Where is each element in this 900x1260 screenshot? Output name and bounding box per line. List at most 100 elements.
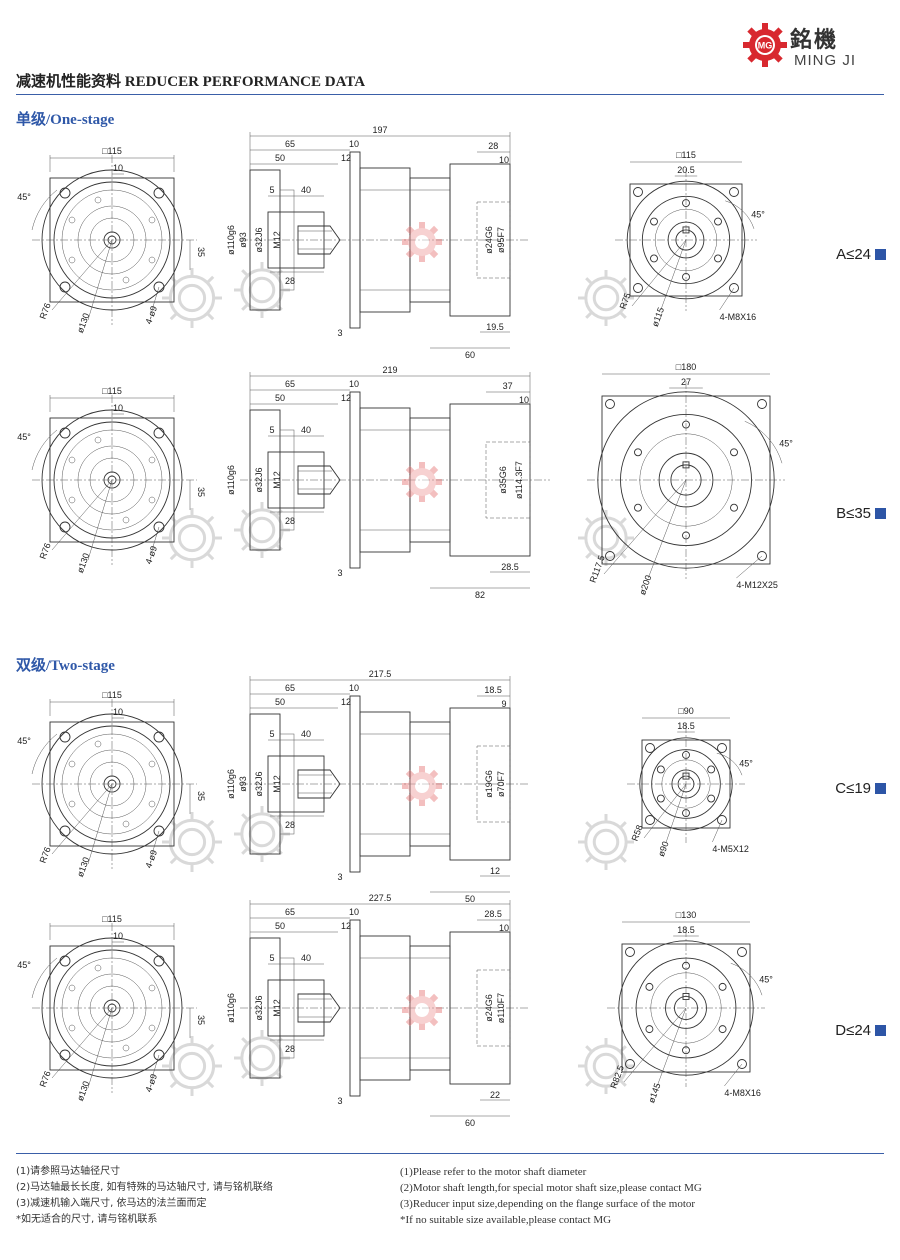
- leader-pcd: [656, 1007, 687, 1087]
- dim-radius-label: R76: [38, 1070, 53, 1089]
- watermark-gear-tooth: [619, 551, 627, 559]
- mounting-hole: [645, 743, 655, 753]
- watermark-gear-tooth: [241, 269, 249, 277]
- dim-square-label: □90: [678, 706, 693, 716]
- dim-square-label: □115: [676, 150, 696, 160]
- dim-o4-label: 82: [475, 590, 485, 600]
- center-gear-tooth: [428, 465, 439, 476]
- dim-d2-label: 10: [349, 139, 359, 149]
- header-divider: [16, 94, 884, 95]
- watermark-gear-tooth: [619, 821, 627, 829]
- dim-arc-angle: [725, 200, 755, 229]
- mounting-hole: [633, 283, 643, 293]
- dim-square-label: □115: [102, 146, 122, 156]
- dim-thread-label: M12: [272, 471, 282, 489]
- watermark-gear-tooth: [585, 1079, 593, 1087]
- watermark-gear-hub: [248, 1044, 276, 1072]
- dim-holes-label: 4-M12X25: [736, 580, 778, 590]
- set-hole: [122, 1044, 130, 1052]
- dim-odia2-label: ø114.3F7: [514, 461, 524, 499]
- section-one-stage: 单级/One-stage: [16, 112, 115, 128]
- watermark-gear-ring: [168, 274, 216, 322]
- gear-logo-icon: MG: [743, 23, 787, 67]
- mounting-hole: [729, 283, 739, 293]
- dim-key-label: 27: [681, 377, 691, 387]
- output-bore: [476, 745, 511, 823]
- dim-angle-label: 45°: [759, 974, 773, 984]
- set-hole: [68, 800, 76, 808]
- dim-holes-label: 4-M8X16: [724, 1088, 761, 1098]
- output-tapped-hole: [634, 448, 642, 457]
- dim-dia2-label: ø93: [238, 232, 248, 248]
- leader-radius: [623, 1007, 687, 1083]
- center-gear-hole: [415, 779, 429, 793]
- dim-d8-label: 3: [337, 872, 342, 882]
- spec-marker: [875, 249, 886, 260]
- dim-holes-label: 4-ø9: [143, 545, 159, 566]
- spec-label-b: B≤35: [836, 505, 886, 522]
- mounting-hole: [605, 399, 615, 409]
- leader-pcd: [87, 783, 113, 865]
- dim-d7-label: 28: [285, 820, 295, 830]
- output-bore: [476, 201, 511, 279]
- brand-name-cn: 銘機: [790, 28, 839, 53]
- note-cn-4: *如无适合的尺寸, 请与铭机联系: [16, 1214, 158, 1225]
- watermark-gear-tooth: [275, 269, 283, 277]
- dim-odia1-label: ø24G6: [484, 994, 494, 1022]
- watermark-gear-tooth: [206, 1043, 215, 1052]
- leader-radius: [51, 783, 113, 855]
- note-cn-1: (1)请参照马达轴径尺寸: [16, 1166, 121, 1177]
- watermark-gear-tooth: [169, 1080, 178, 1089]
- dim-o2-label: 10: [519, 395, 529, 405]
- set-hole: [68, 456, 76, 464]
- set-hole: [148, 760, 156, 768]
- dim-o2-label: 10: [499, 923, 509, 933]
- output-bore: [476, 969, 511, 1047]
- dim-odia1-label: ø35G6: [498, 466, 508, 494]
- dim-length-label: 219: [382, 365, 397, 375]
- mounting-hole: [59, 731, 71, 743]
- dim-d8-label: 3: [337, 328, 342, 338]
- output-tapped-hole: [730, 448, 738, 457]
- center-gear-watermark: [402, 222, 442, 262]
- leader-holes: [712, 819, 723, 843]
- dim-d5-label: 40: [301, 185, 311, 195]
- mounting-hole: [737, 1059, 747, 1069]
- dim-d3-label: 50: [275, 921, 285, 931]
- watermark-gear: [162, 812, 222, 872]
- set-hole: [68, 216, 76, 224]
- watermark-gear-tooth: [619, 855, 627, 863]
- output-tapped-hole: [707, 794, 716, 803]
- dim-dia1-label: ø110g6: [226, 465, 236, 495]
- dim-square-label: □130: [676, 910, 696, 920]
- center-gear-tooth: [428, 248, 439, 259]
- mounting-hole: [633, 187, 643, 197]
- dim-holes-label: 4-M8X16: [720, 312, 757, 322]
- mounting-hole: [153, 427, 165, 439]
- watermark-gear-hub: [177, 523, 207, 553]
- watermark-gear-tooth: [206, 515, 215, 524]
- watermark-gear: [578, 270, 634, 326]
- center-gear-body: [408, 228, 436, 256]
- dim-o4-label: 60: [465, 1118, 475, 1128]
- watermark-gear: [578, 814, 634, 870]
- leader-pcd: [87, 239, 113, 321]
- center-gear-tooth: [405, 225, 416, 236]
- leader-holes: [151, 830, 160, 855]
- watermark-gear-tooth: [619, 1045, 627, 1053]
- watermark-gear-ring: [240, 508, 284, 552]
- watermark-gear-tooth: [241, 847, 249, 855]
- output-tapped-hole: [718, 982, 727, 991]
- center-gear-body: [408, 468, 436, 496]
- dim-arc-angle: [730, 962, 763, 996]
- dim-pcd-label: ø130: [75, 1080, 91, 1103]
- dim-height-label: 35: [196, 487, 206, 497]
- dim-d6-label: 5: [269, 425, 274, 435]
- watermark-gear-hub: [248, 516, 276, 544]
- footer-divider: [16, 1153, 884, 1154]
- dim-square-label: □180: [676, 362, 696, 372]
- watermark-gear-tooth: [275, 847, 283, 855]
- dim-holes-label: 4-ø9: [143, 849, 159, 870]
